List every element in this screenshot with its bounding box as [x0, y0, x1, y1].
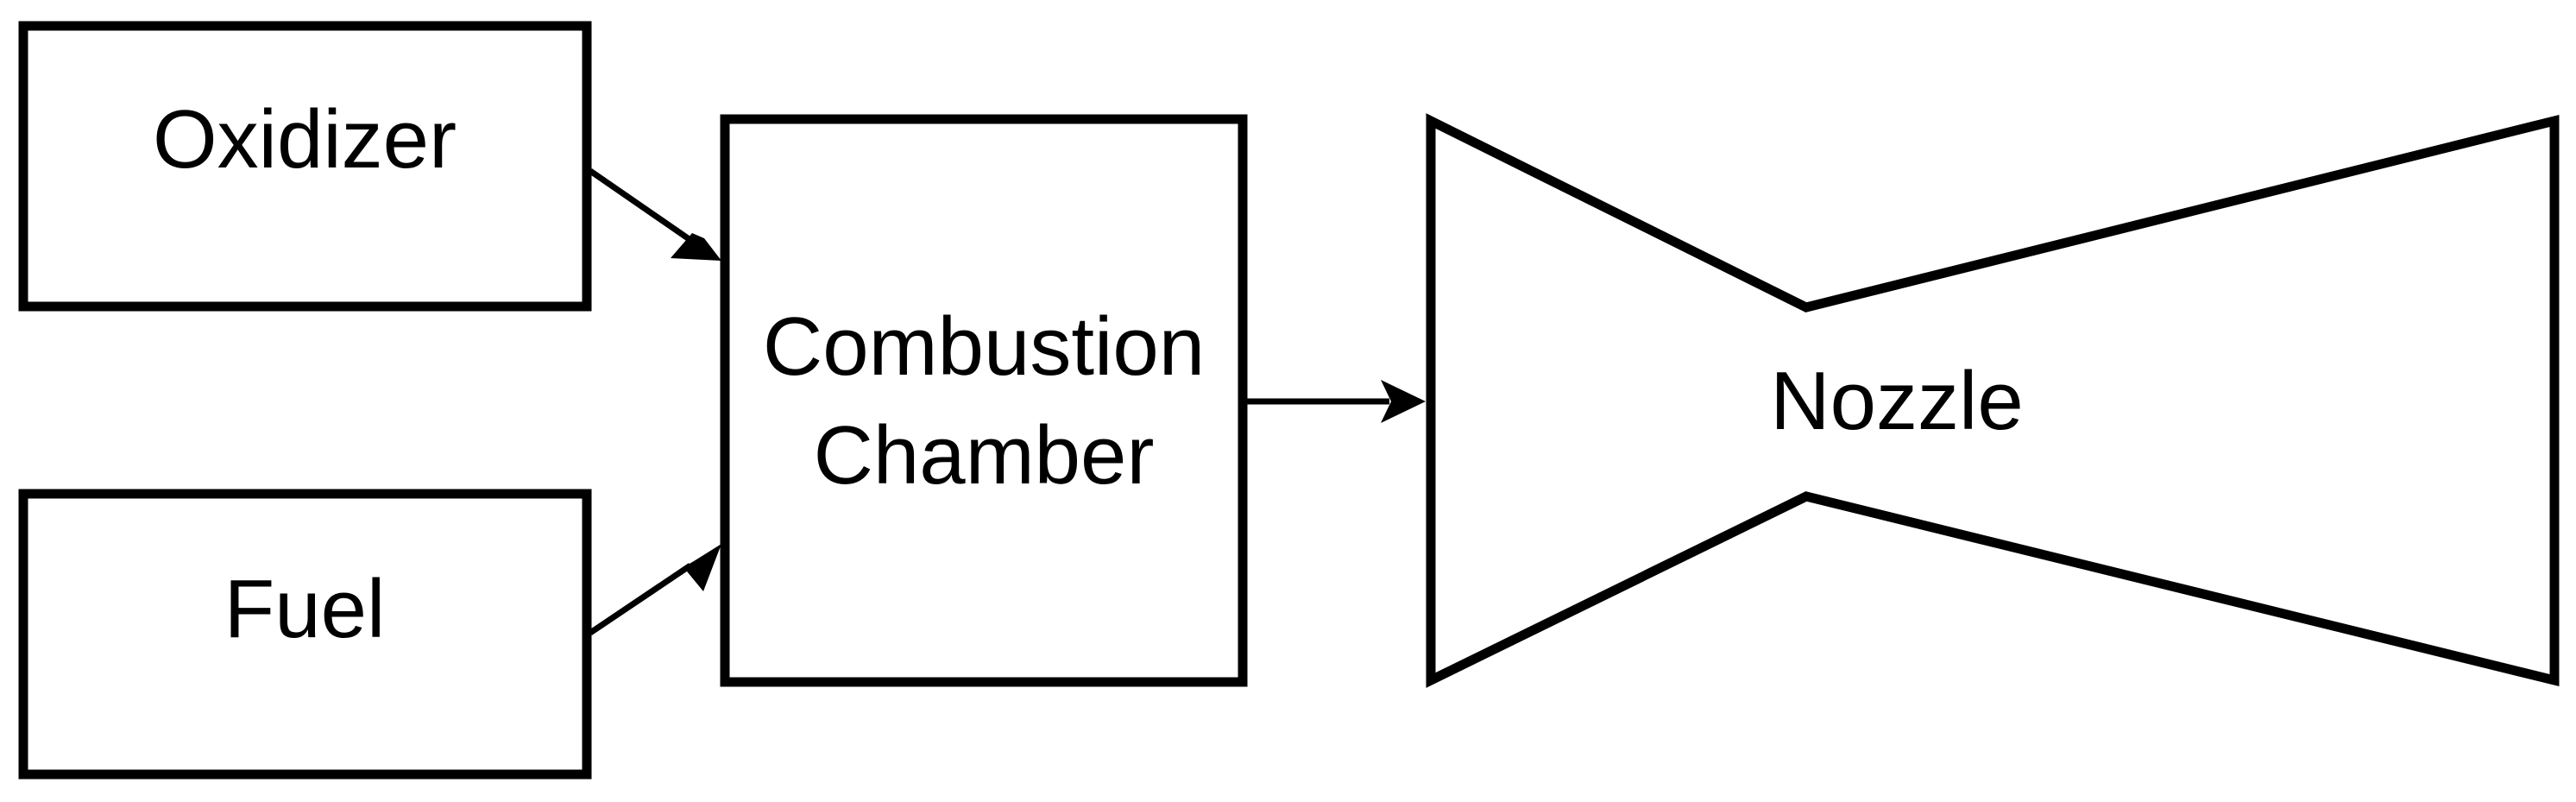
combustion-chamber-node: Combustion Chamber	[720, 114, 1248, 687]
edge-line	[589, 168, 692, 243]
edge-oxidizer-to-combustion-chamber	[589, 168, 721, 261]
edge-line	[589, 563, 692, 635]
fuel-label: Fuel	[224, 563, 386, 655]
arrowhead-icon	[683, 544, 721, 591]
edge-fuel-to-combustion-chamber	[589, 544, 721, 635]
nozzle-node: Nozzle	[1426, 113, 2560, 688]
combustion-chamber-box	[720, 114, 1248, 687]
combustion-chamber-label-line2: Chamber	[814, 409, 1155, 502]
arrowhead-icon	[671, 233, 721, 261]
nozzle-label: Nozzle	[1770, 355, 2023, 447]
nozzle-shape	[1426, 113, 2560, 688]
arrowhead-icon	[1381, 380, 1426, 423]
oxidizer-node: Oxidizer	[18, 21, 592, 312]
edge-combustion-chamber-to-nozzle	[1243, 380, 1426, 423]
oxidizer-box	[18, 21, 592, 312]
combustion-chamber-label-line1: Combustion	[763, 300, 1205, 393]
oxidizer-label: Oxidizer	[153, 93, 457, 186]
fuel-box	[18, 489, 592, 780]
fuel-node: Fuel	[18, 489, 592, 780]
